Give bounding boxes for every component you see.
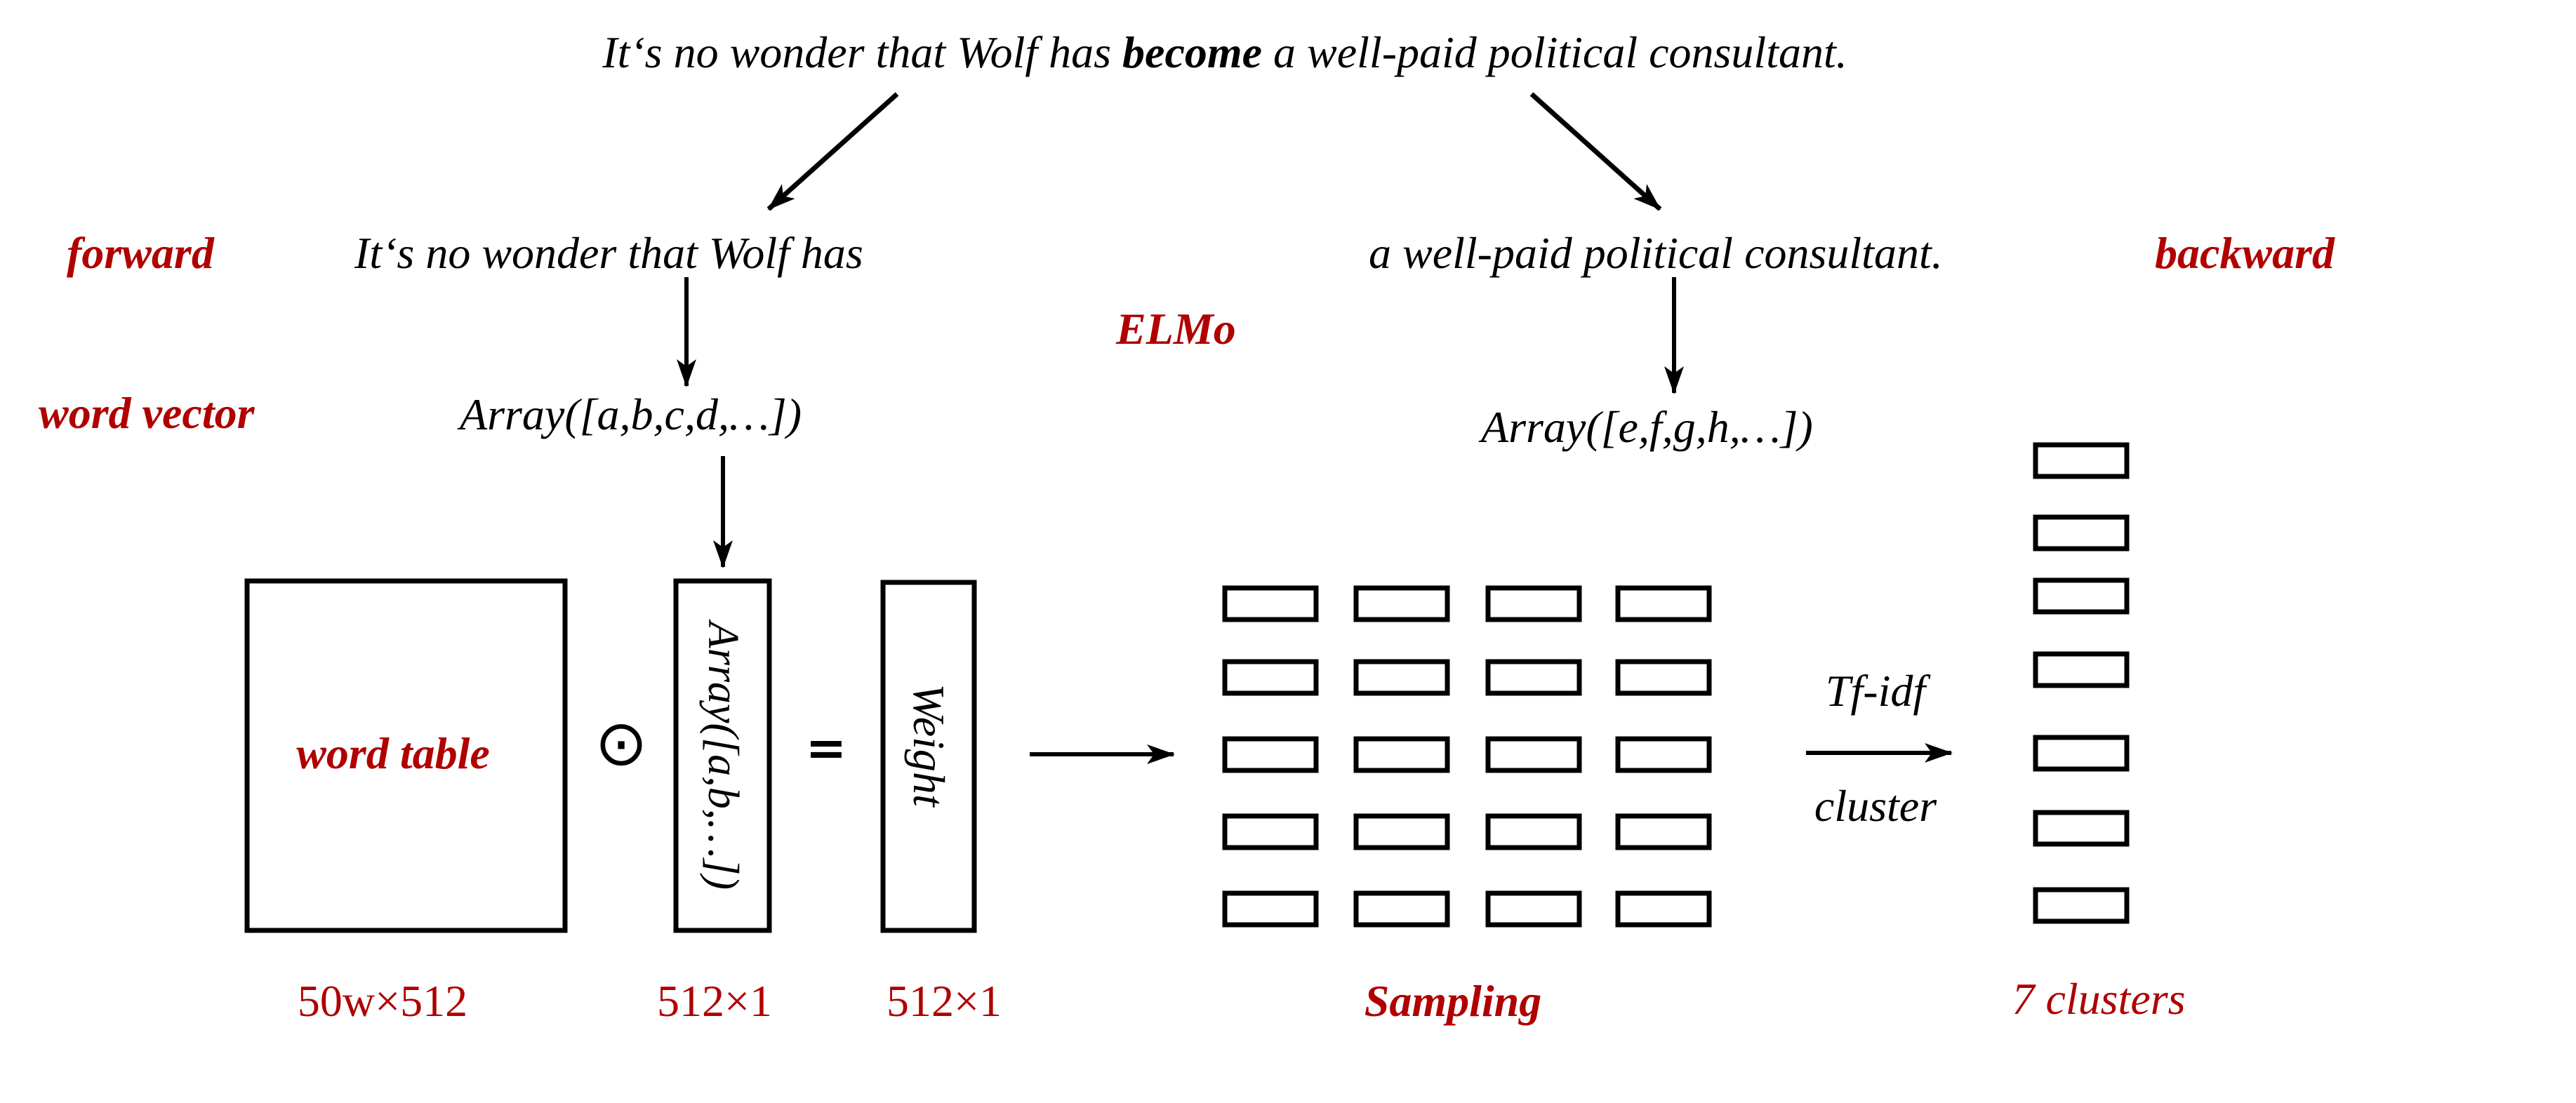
backward-text: a well-paid political consultant. <box>1369 228 1943 278</box>
equals-symbol: = <box>806 719 847 777</box>
sample-cell <box>1615 736 1712 773</box>
sample-cell <box>1485 659 1582 696</box>
word-table-box <box>244 578 568 933</box>
sample-cell <box>1222 659 1319 696</box>
column-vector-dim: 512×1 <box>657 976 772 1026</box>
sample-cell <box>1353 659 1450 696</box>
sample-cell <box>1485 890 1582 928</box>
sample-cell <box>1485 736 1582 773</box>
sentence-part-1: It‘s no wonder that Wolf has <box>602 27 1122 77</box>
sample-cell <box>1615 659 1712 696</box>
sample-cell <box>1222 890 1319 928</box>
sample-cell <box>1353 585 1450 622</box>
backward-vector: Array([e,f,g,h,…]) <box>1478 402 1813 452</box>
top-sentence: It‘s no wonder that Wolf has become a we… <box>602 27 1847 77</box>
odot-symbol: ⊙ <box>595 707 647 780</box>
word-table-dim: 50w×512 <box>298 976 467 1026</box>
weight-text: Weight <box>904 683 954 808</box>
sentence-bold-word: become <box>1122 27 1262 77</box>
column-vector-text: Array([a,b,…]) <box>699 619 747 890</box>
sample-cell <box>1353 736 1450 773</box>
sample-cell <box>1222 813 1319 850</box>
cluster-cell <box>2033 514 2130 552</box>
forward-label: forward <box>67 228 215 278</box>
weight-dim: 512×1 <box>887 976 1002 1026</box>
sample-cell <box>1485 813 1582 850</box>
cluster-column <box>2033 442 2130 924</box>
cluster-cell <box>2033 577 2130 615</box>
cluster-cell <box>2033 810 2130 847</box>
arrow-split-right <box>1529 92 1662 211</box>
sample-cell <box>1615 813 1712 850</box>
clusters-label: 7 clusters <box>2012 974 2185 1024</box>
word-vector-label: word vector <box>39 388 255 438</box>
sample-cell <box>1222 736 1319 773</box>
cluster-label: cluster <box>1814 781 1937 831</box>
word-table-label: word table <box>296 728 490 778</box>
sample-cell <box>1615 890 1712 928</box>
tfidf-label: Tf-idf <box>1826 666 1931 716</box>
weight-box <box>880 580 977 933</box>
sampling-grid <box>1222 585 1712 928</box>
sentence-part-2: a well-paid political consultant. <box>1262 27 1847 77</box>
elmo-label: ELMo <box>1115 304 1236 354</box>
sample-cell <box>1222 585 1319 622</box>
sample-cell <box>1353 890 1450 928</box>
arrow-split-left <box>766 92 899 211</box>
sample-cell <box>1615 585 1712 622</box>
column-vector-box <box>673 578 772 933</box>
cluster-cell <box>2033 887 2130 924</box>
cluster-cell <box>2033 735 2130 772</box>
sample-cell <box>1485 585 1582 622</box>
cluster-cell <box>2033 442 2130 479</box>
forward-vector: Array([a,b,c,d,…]) <box>457 389 802 439</box>
sampling-label: Sampling <box>1365 976 1542 1026</box>
sample-cell <box>1353 813 1450 850</box>
backward-label: backward <box>2155 228 2335 278</box>
cluster-cell <box>2033 651 2130 688</box>
forward-text: It‘s no wonder that Wolf has <box>354 228 863 278</box>
